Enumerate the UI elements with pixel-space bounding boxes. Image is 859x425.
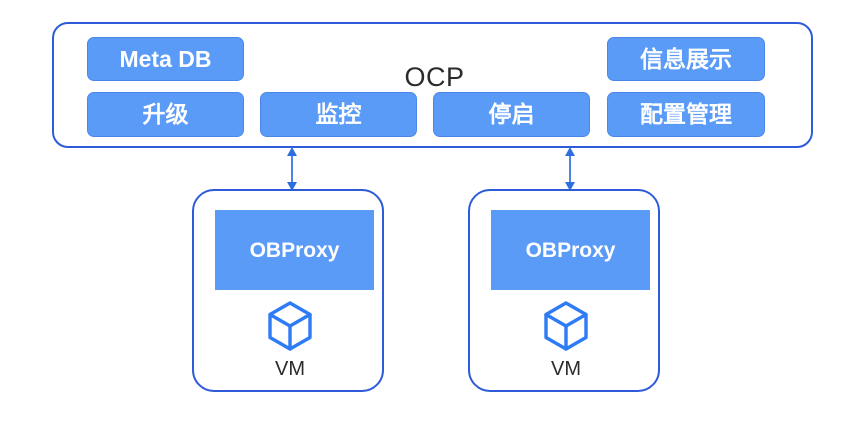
- vm-box-right: OBProxy VM: [468, 189, 660, 392]
- button-meta-db[interactable]: Meta DB: [87, 37, 244, 81]
- button-info-display[interactable]: 信息展示: [607, 37, 765, 81]
- cube-icon-right: [544, 301, 588, 351]
- button-stop-start[interactable]: 停启: [433, 92, 590, 137]
- obproxy-block-left: OBProxy: [215, 210, 374, 290]
- vm-label-left: VM: [275, 358, 305, 380]
- button-config-management[interactable]: 配置管理: [607, 92, 765, 137]
- double-arrow-vertical-icon-left: [287, 147, 297, 191]
- button-monitor[interactable]: 监控: [260, 92, 417, 137]
- double-arrow-vertical-icon-right: [565, 147, 575, 191]
- vm-box-left: OBProxy VM: [192, 189, 384, 392]
- ocp-container: OCP Meta DB 信息展示 升级 监控 停启 配置管理: [52, 22, 813, 148]
- ocp-title: OCP: [404, 62, 465, 92]
- obproxy-block-right: OBProxy: [491, 210, 650, 290]
- vm-label-right: VM: [551, 358, 581, 380]
- button-upgrade[interactable]: 升级: [87, 92, 244, 137]
- cube-icon-left: [268, 301, 312, 351]
